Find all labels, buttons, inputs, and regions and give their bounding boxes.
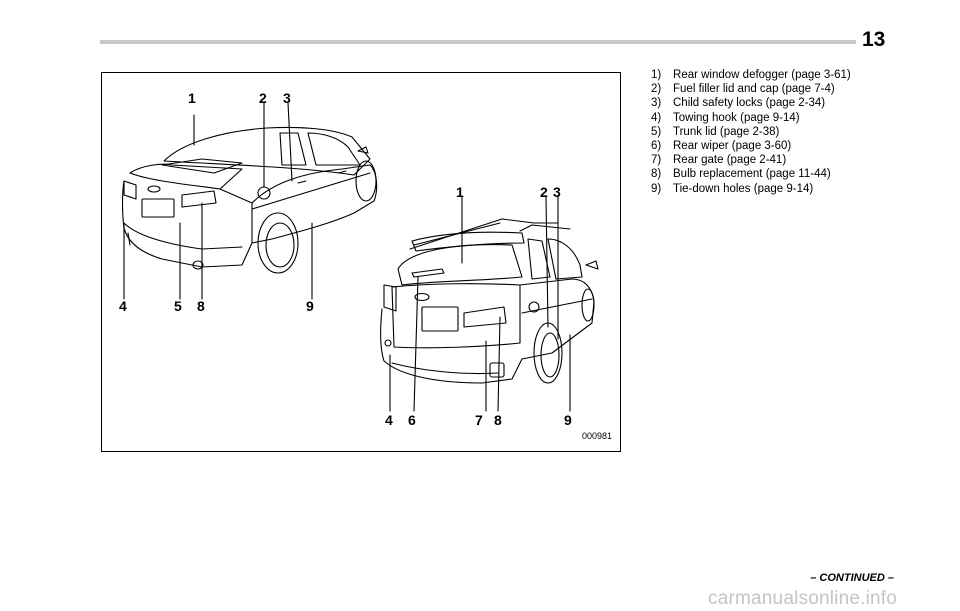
- wagon-callout-2: 2: [540, 184, 548, 200]
- legend-item-text: Rear gate (page 2-41): [673, 154, 787, 167]
- legend-item-text: Trunk lid (page 2-38): [673, 125, 780, 138]
- legend-item-text: Fuel filler lid and cap (page 7-4): [673, 83, 835, 96]
- legend-item-text: Rear wiper (page 3-60): [673, 140, 792, 153]
- sedan-illustration: [121, 102, 378, 300]
- legend-item: 2) Fuel filler lid and cap (page 7-4): [651, 82, 851, 96]
- legend-item-number: 7): [651, 154, 662, 167]
- legend-item: 6) Rear wiper (page 3-60): [651, 139, 851, 153]
- sedan-callout-3: 3: [283, 90, 291, 106]
- sedan-callout-9: 9: [306, 298, 314, 314]
- legend-item: 3) Child safety locks (page 2-34): [651, 96, 851, 110]
- vehicle-illustration: [121, 102, 599, 412]
- figure-code: 000981: [581, 431, 612, 441]
- legend-item-number: 5): [651, 125, 662, 138]
- legend-item-number: 9): [651, 182, 662, 195]
- legend-item-number: 4): [651, 111, 662, 124]
- legend-item: 8) Bulb replacement (page 11-44): [651, 167, 851, 181]
- legend-item: 5) Trunk lid (page 2-38): [651, 125, 851, 139]
- wagon-callout-1: 1: [456, 184, 464, 200]
- wagon-illustration: [380, 196, 599, 412]
- wagon-callout-8: 8: [494, 412, 502, 428]
- continued-note: – CONTINUED –: [810, 572, 894, 584]
- legend-item-number: 8): [651, 168, 662, 181]
- sedan-callout-2: 2: [259, 90, 267, 106]
- legend-item-number: 6): [651, 140, 662, 153]
- legend-item-text: Bulb replacement (page 11-44): [673, 168, 831, 181]
- watermark: carmanualsonline.info: [708, 588, 898, 609]
- legend-item-text: Tie-down holes (page 9-14): [673, 182, 814, 195]
- vehicle-exterior-figure: 1 2 3 4 5 8 9 1 2 3 4 6 7 8 9 000981: [101, 72, 621, 452]
- wagon-callout-3: 3: [553, 184, 561, 200]
- legend-item: 4) Towing hook (page 9-14): [651, 111, 851, 125]
- legend-item-text: Rear window defogger (page 3-61): [673, 69, 851, 81]
- header-rule: [100, 40, 856, 44]
- wagon-callout-9: 9: [564, 412, 572, 428]
- wagon-callout-4: 4: [385, 412, 393, 428]
- wagon-callout-6: 6: [408, 412, 416, 428]
- wagon-callout-7: 7: [475, 412, 483, 428]
- legend-item-text: Child safety locks (page 2-34): [673, 97, 826, 110]
- legend-item: 1) Rear window defogger (page 3-61): [651, 68, 851, 82]
- sedan-callout-4: 4: [119, 298, 127, 314]
- legend-list: 1) Rear window defogger (page 3-61) 2) Fue…: [651, 68, 851, 196]
- legend-item-number: 2): [651, 83, 662, 96]
- legend-item-number: 1): [651, 69, 662, 81]
- sedan-callout-8: 8: [197, 298, 205, 314]
- legend-item-number: 3): [651, 97, 662, 110]
- sedan-callout-1: 1: [188, 90, 196, 106]
- page-number: 13: [862, 28, 886, 51]
- legend-item: 9) Tie-down holes (page 9-14): [651, 182, 851, 196]
- legend-item-text: Towing hook (page 9-14): [673, 111, 800, 124]
- sedan-callout-5: 5: [174, 298, 182, 314]
- legend-item: 7) Rear gate (page 2-41): [651, 153, 851, 167]
